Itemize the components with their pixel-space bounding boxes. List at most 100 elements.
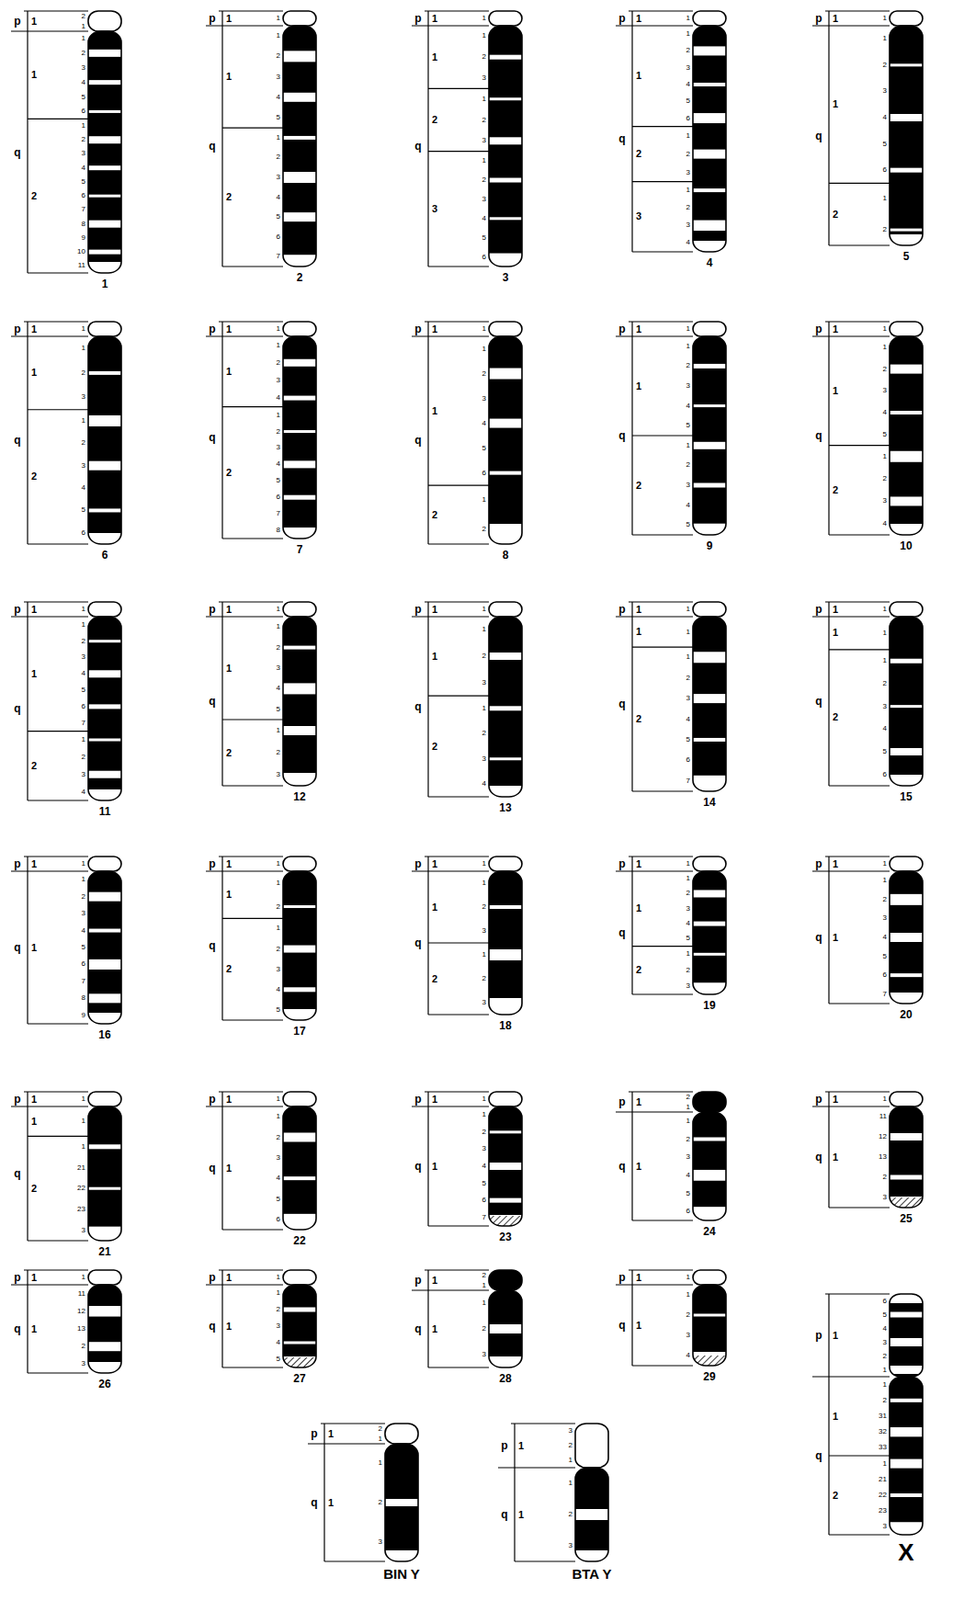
region-number: 1	[226, 70, 239, 83]
region-frame-line	[26, 1091, 28, 1241]
band-number: 6	[63, 528, 86, 538]
region-frame-line	[632, 434, 693, 436]
g-band	[692, 921, 726, 927]
region-number: 1	[31, 1093, 45, 1106]
band-number: 1	[63, 1094, 86, 1104]
p-arm-outline	[889, 601, 923, 617]
region-frame-line	[11, 615, 89, 617]
g-band	[88, 220, 122, 228]
band-number: 3	[258, 663, 281, 673]
region-frame-line	[222, 1366, 284, 1368]
chromosome-ideogram	[205, 1091, 317, 1230]
region-number: 1	[328, 1428, 341, 1441]
band-number: 1	[63, 34, 86, 44]
band-number: 2	[258, 748, 281, 758]
chromosome-panel: p11q112345212312	[200, 594, 359, 808]
p-arm-outline	[488, 11, 522, 26]
chromosome-panel: p1654321q112313233212122233X	[806, 1286, 964, 1568]
q-arm	[385, 1443, 419, 1562]
region-frame-line	[827, 1091, 829, 1208]
g-band	[575, 1508, 609, 1520]
g-band	[692, 45, 726, 56]
band-number: 4	[464, 214, 487, 224]
g-band	[488, 1198, 522, 1203]
chromosome-ideogram	[615, 1270, 726, 1366]
q-arm	[488, 871, 522, 1015]
q-arm-outline	[575, 1467, 609, 1562]
band-number: 2	[668, 361, 691, 371]
q-arm-outline	[283, 871, 317, 1021]
p-arm-outline	[88, 601, 122, 617]
region-number: 2	[31, 470, 45, 483]
band-number: 3	[668, 693, 691, 704]
region-number: 1	[31, 1271, 45, 1284]
band-number: 2	[464, 524, 487, 534]
arm-label: q	[307, 1496, 321, 1509]
g-band	[889, 932, 923, 942]
region-frame-line	[424, 1269, 489, 1271]
q-arm-outline	[88, 871, 122, 1024]
band-number: 2	[464, 651, 487, 661]
region-number: 1	[226, 662, 239, 675]
band-number: 1	[63, 735, 86, 745]
q-arm	[283, 25, 317, 267]
arm-label: p	[11, 1092, 24, 1106]
chromosome-panel: p11q112345672123411	[5, 594, 164, 823]
p-arm-outline	[488, 856, 522, 872]
chromosome-number: 9	[668, 539, 751, 553]
band-number: 2	[668, 203, 691, 213]
p-arm-outline	[692, 601, 726, 617]
band-number: 6	[864, 1296, 887, 1306]
q-arm	[889, 616, 923, 786]
band-number: 3	[63, 908, 86, 919]
region-frame-line	[411, 615, 489, 617]
band-number: 4	[668, 401, 691, 411]
band-number: 1	[464, 1298, 487, 1308]
chromosome-number: 24	[668, 1224, 751, 1238]
p-arm-outline	[283, 601, 317, 617]
band-number: 3	[464, 754, 487, 764]
band-number: 22	[63, 1183, 86, 1193]
chromosome-ideogram	[812, 11, 923, 246]
band-number: 4	[668, 1350, 691, 1361]
region-frame-line	[11, 1105, 89, 1107]
band-number: 8	[63, 219, 86, 229]
q-arm	[889, 1106, 923, 1208]
chromosome-ideogram	[205, 11, 317, 267]
region-frame-line	[11, 1283, 89, 1285]
region-frame-line	[222, 718, 284, 720]
region-frame-line	[632, 250, 693, 252]
q-arm	[488, 1290, 522, 1368]
q-arm-outline	[889, 616, 923, 786]
band-number: 5	[668, 520, 691, 530]
band-number: 2	[864, 895, 887, 905]
band-number: 5	[258, 1354, 281, 1364]
g-band	[283, 430, 317, 433]
band-number: 5	[258, 704, 281, 715]
arm-label: p	[615, 1095, 629, 1109]
region-number: 1	[635, 1271, 649, 1284]
band-number: 6	[464, 252, 487, 262]
chromosome-number: X	[864, 1539, 948, 1566]
region-frame-line	[427, 601, 429, 797]
arm-label: q	[498, 1508, 511, 1521]
band-number: 3	[668, 1330, 691, 1340]
region-frame-line	[632, 1219, 693, 1221]
q-arm-outline	[88, 1106, 122, 1241]
band-number: 1	[63, 604, 86, 614]
chromosome-panel: p11q112345678916	[5, 849, 164, 1046]
band-number: 3	[258, 375, 281, 386]
band-number: 1	[864, 324, 887, 334]
p-arm-outline	[385, 1423, 419, 1444]
q-arm	[889, 336, 923, 535]
region-number: 1	[31, 1323, 45, 1336]
g-band	[889, 1133, 923, 1141]
band-number: 3	[864, 496, 887, 506]
q-arm-outline	[488, 336, 522, 545]
band-number: 2	[864, 225, 887, 235]
p-arm-outline	[283, 321, 317, 337]
g-band	[88, 49, 122, 57]
chromosome-panel: p11q1123212318	[406, 849, 565, 1037]
g-band	[88, 415, 122, 427]
band-number: 2	[258, 1133, 281, 1143]
